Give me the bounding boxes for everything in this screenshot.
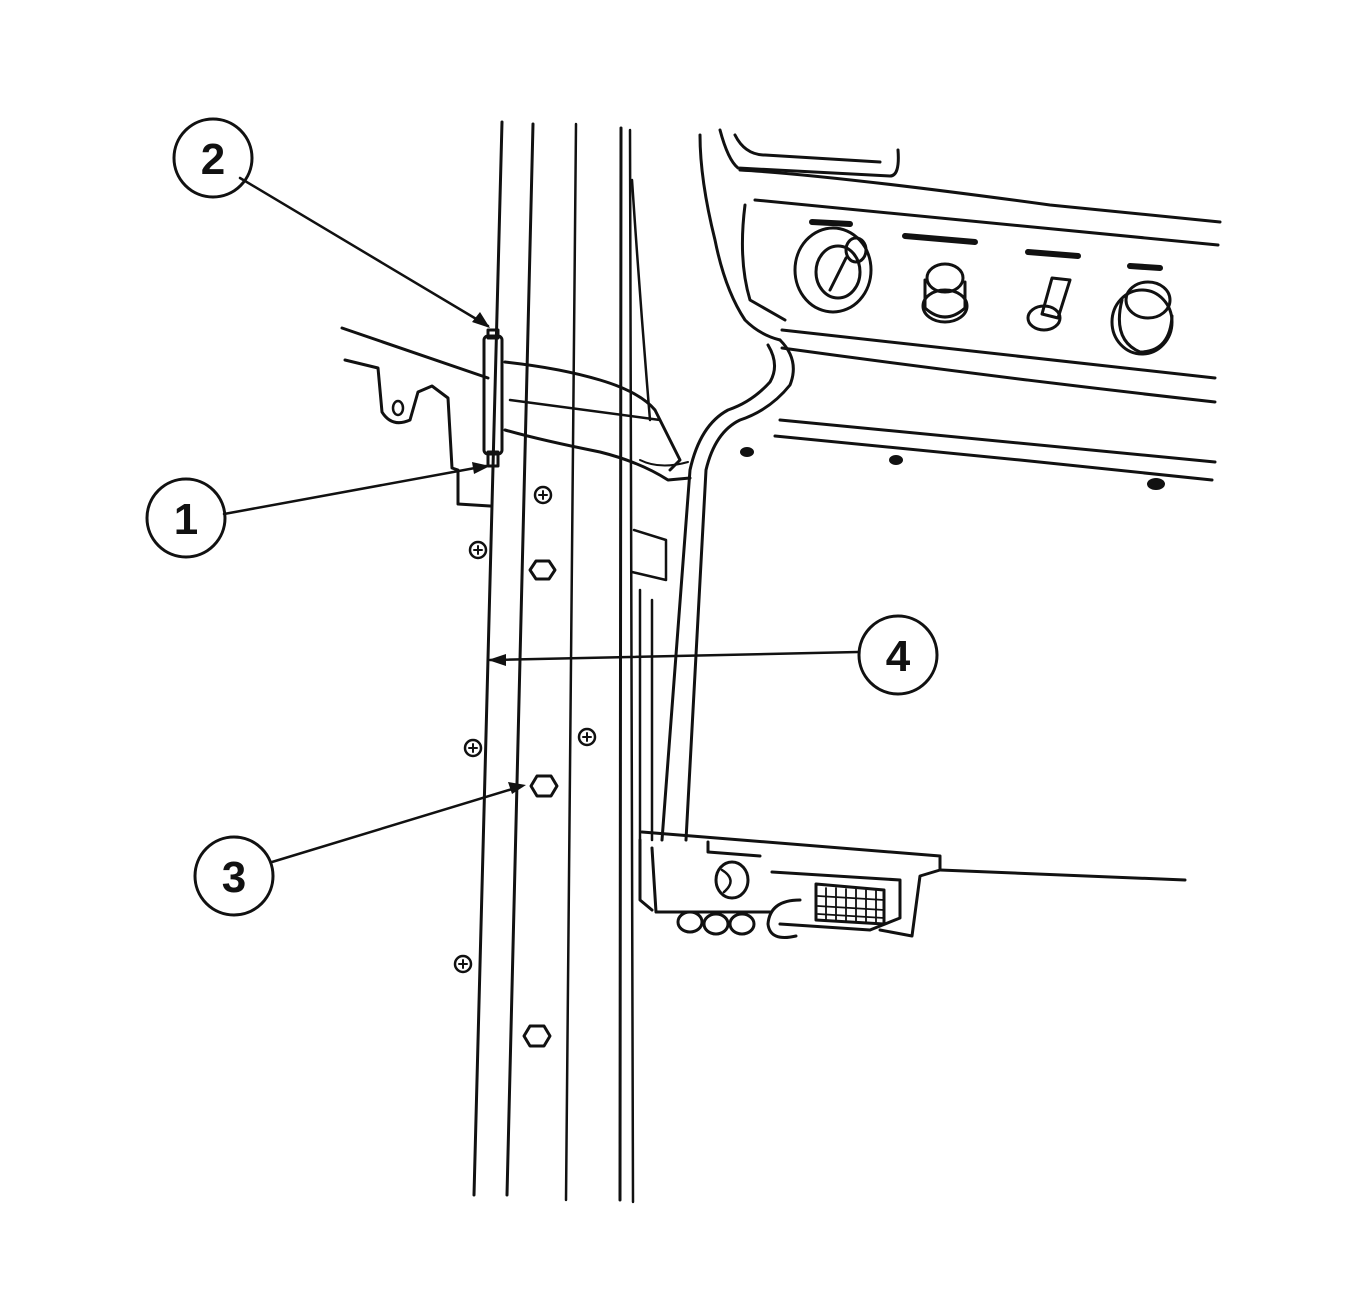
callout-1-label: 1 — [174, 495, 198, 544]
callout-2-label: 2 — [201, 135, 225, 184]
leader-lines — [222, 176, 860, 864]
screw-icon — [468, 540, 488, 560]
control-knob-2 — [921, 262, 969, 324]
callout-1: 1 — [145, 477, 227, 559]
pillar-screws — [453, 485, 597, 974]
console-edge — [630, 178, 795, 842]
electrical-connector — [766, 870, 902, 939]
screw-icon — [577, 727, 597, 747]
callout-3-label: 3 — [222, 853, 246, 902]
control-knob-3 — [1110, 280, 1174, 356]
callout-3: 3 — [193, 835, 275, 917]
screw-icon — [453, 954, 473, 974]
callout-4-label: 4 — [886, 632, 911, 681]
hex-bolt-icon — [528, 559, 557, 581]
control-knob-1 — [793, 226, 873, 314]
lower-bracket — [638, 830, 1187, 939]
hex-bolt-icon — [529, 774, 559, 798]
instrument-panel — [698, 128, 1222, 490]
screw-icon — [463, 738, 483, 758]
hex-bolt-icon — [522, 1024, 552, 1048]
callout-2: 2 — [172, 117, 254, 199]
pillar-bolts — [522, 559, 559, 1048]
callout-4: 4 — [857, 614, 939, 696]
hinge-assembly — [340, 326, 692, 508]
door-pillar — [472, 120, 635, 1204]
toggle-switch — [1026, 276, 1072, 332]
screw-icon — [533, 485, 553, 505]
